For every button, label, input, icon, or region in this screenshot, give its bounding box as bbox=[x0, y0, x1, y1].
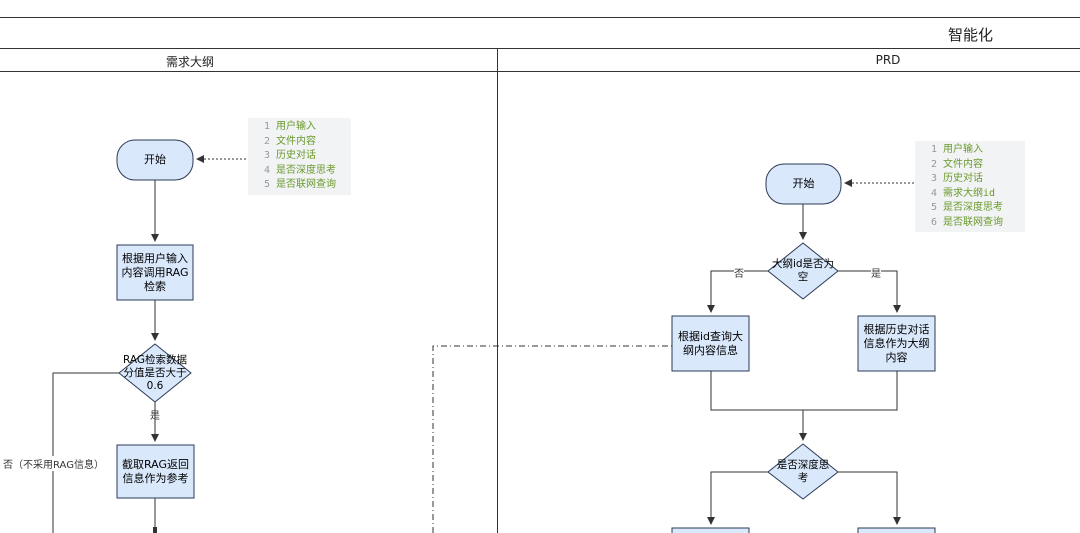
right-edge-check-no bbox=[707, 270, 768, 313]
right-history-outline-label: 根据历史对话信息作为大纲内容 bbox=[863, 322, 930, 364]
left-note-item: 用户输入 bbox=[276, 121, 316, 132]
left-rag-call-node[interactable] bbox=[116, 244, 194, 301]
left-note-item: 文件内容 bbox=[276, 135, 316, 147]
right-deep-check-diamond[interactable] bbox=[767, 443, 839, 500]
left-note-item: 历史对话 bbox=[276, 150, 316, 161]
right-note-item: 是否深度思考 bbox=[943, 202, 1003, 213]
lane-header-left: 需求大纲 bbox=[165, 55, 214, 69]
right-edge-deep-right bbox=[838, 471, 901, 525]
right-bottom-left-node[interactable] bbox=[671, 527, 750, 533]
left-yes-label: 是 bbox=[150, 411, 160, 422]
right-start-label: 开始 bbox=[792, 177, 815, 190]
right-note-item: 是否联网查询 bbox=[943, 216, 1003, 228]
left-note-item: 是否联网查询 bbox=[276, 179, 336, 190]
right-no-label: 否 bbox=[734, 265, 744, 280]
right-note-item: 需求大纲id bbox=[943, 187, 996, 199]
right-edge-check-yes bbox=[838, 270, 901, 313]
right-outline-check-label: 大纲id是否为空 bbox=[771, 258, 835, 283]
right-edge-deep-left bbox=[707, 471, 768, 525]
left-edge-check-no bbox=[52, 372, 119, 533]
right-history-outline-node[interactable] bbox=[857, 315, 936, 372]
left-no-label: 否（不采用RAG信息） bbox=[3, 456, 104, 471]
right-edge-merge bbox=[710, 371, 898, 411]
right-yes-label: 是 bbox=[871, 265, 881, 280]
left-edge-arrow-tail bbox=[153, 527, 157, 533]
page-title: 智能化 bbox=[948, 26, 994, 44]
right-note-item: 文件内容 bbox=[943, 158, 983, 170]
right-bottom-right-node[interactable] bbox=[857, 527, 936, 533]
right-note-item: 历史对话 bbox=[943, 173, 983, 184]
left-take-rag-node[interactable] bbox=[116, 444, 195, 499]
left-rag-call-label: 根据用户输入内容调用RAG检索 bbox=[121, 251, 189, 293]
right-note-item: 用户输入 bbox=[943, 144, 983, 155]
swimlane-frame bbox=[0, 17, 1080, 533]
right-query-outline-label: 根据id查询大纲内容信息 bbox=[677, 329, 744, 357]
left-note-item: 是否深度思考 bbox=[276, 164, 336, 176]
left-start-label: 开始 bbox=[144, 153, 166, 166]
right-query-outline-node[interactable] bbox=[671, 315, 750, 372]
cross-lane-connector bbox=[432, 345, 672, 533]
right-outline-check-diamond[interactable] bbox=[767, 242, 839, 300]
left-take-rag-label: 截取RAG返回信息作为参考 bbox=[121, 457, 190, 485]
left-score-check-label: RAG检索数据分值是否大于0.6 bbox=[122, 353, 187, 392]
right-deep-check-label: 是否深度思考 bbox=[776, 459, 830, 484]
lane-header-right: PRD bbox=[875, 53, 901, 67]
